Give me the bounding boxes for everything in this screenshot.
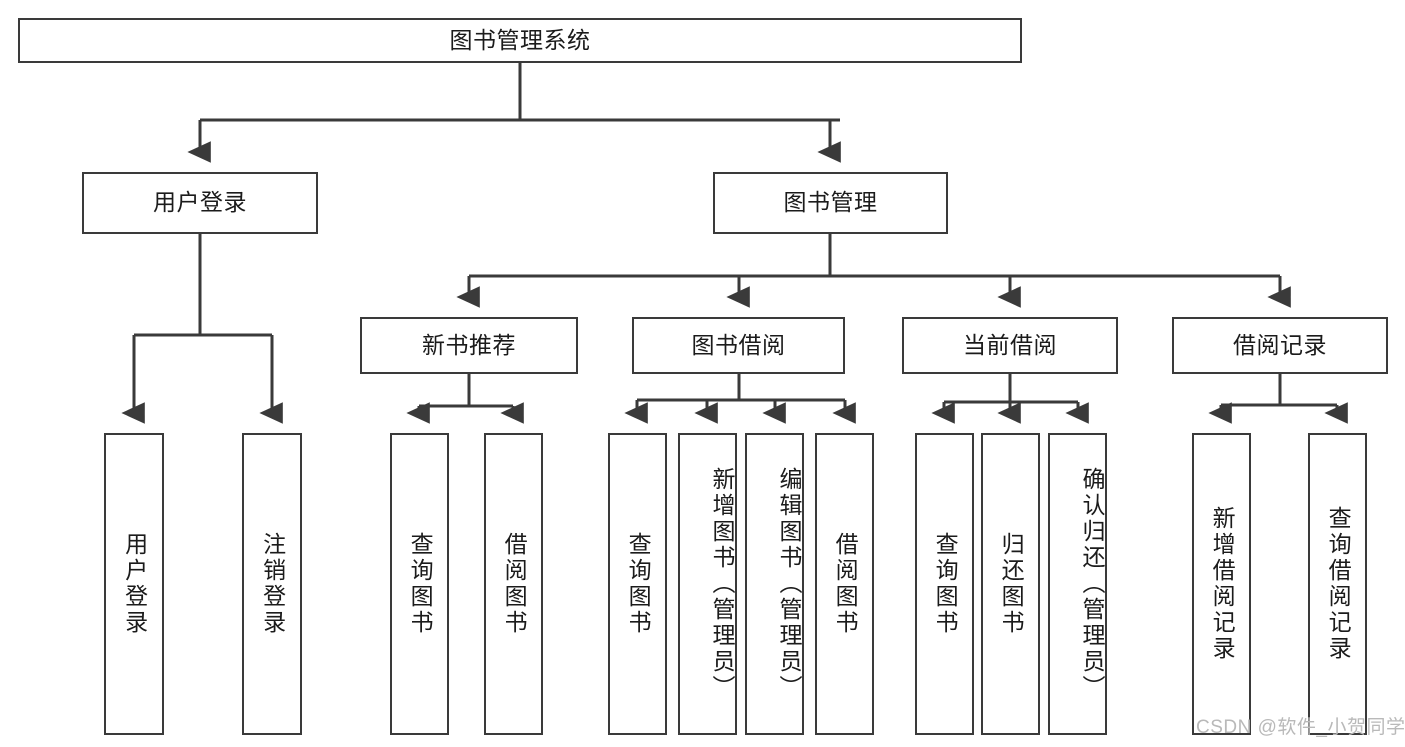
- node-current-borrow-label: 当前借阅: [963, 331, 1057, 358]
- node-root-label: 图书管理系统: [449, 26, 591, 53]
- leaf-query-borrow-record-label: 查询借阅记录: [1325, 506, 1352, 662]
- leaf-add-borrow-record[interactable]: 新增借阅记录: [1192, 433, 1251, 735]
- node-borrow-record[interactable]: 借阅记录: [1172, 317, 1388, 374]
- leaf-query-book-3-label: 查询图书: [932, 532, 959, 636]
- leaf-edit-book[interactable]: 编辑图书（管理员）: [745, 433, 804, 735]
- node-new-book-recommend[interactable]: 新书推荐: [360, 317, 578, 374]
- leaf-confirm-return-label: 确认归还（管理员）: [1079, 467, 1105, 701]
- leaf-return-book-label: 归还图书: [998, 532, 1025, 636]
- leaf-borrow-book-1-label: 借阅图书: [501, 532, 528, 636]
- leaf-return-book[interactable]: 归还图书: [981, 433, 1040, 735]
- leaf-query-borrow-record[interactable]: 查询借阅记录: [1308, 433, 1367, 735]
- leaf-query-book-1[interactable]: 查询图书: [390, 433, 449, 735]
- node-user-login[interactable]: 用户登录: [82, 172, 318, 234]
- leaf-query-book-2[interactable]: 查询图书: [608, 433, 667, 735]
- leaf-user-logout-label: 注销登录: [259, 532, 286, 636]
- leaf-user-logout[interactable]: 注销登录: [242, 433, 302, 735]
- leaf-add-book[interactable]: 新增图书（管理员）: [678, 433, 737, 735]
- leaf-borrow-book-2-label: 借阅图书: [832, 532, 859, 636]
- leaf-user-login-label: 用户登录: [121, 532, 148, 636]
- node-book-borrow-label: 图书借阅: [691, 331, 786, 358]
- leaf-user-login[interactable]: 用户登录: [104, 433, 164, 735]
- node-borrow-record-label: 借阅记录: [1233, 331, 1327, 358]
- csdn-watermark: CSDN @软件_小贺同学: [1196, 717, 1405, 738]
- leaf-add-borrow-record-label: 新增借阅记录: [1209, 506, 1236, 662]
- leaf-query-book-3[interactable]: 查询图书: [915, 433, 974, 735]
- node-book-manage-label: 图书管理: [783, 189, 878, 216]
- leaf-borrow-book-1[interactable]: 借阅图书: [484, 433, 543, 735]
- leaf-add-book-label: 新增图书（管理员）: [709, 467, 735, 701]
- node-root[interactable]: 图书管理系统: [18, 18, 1022, 63]
- node-current-borrow[interactable]: 当前借阅: [902, 317, 1118, 374]
- node-user-login-label: 用户登录: [153, 189, 247, 216]
- leaf-query-book-2-label: 查询图书: [625, 532, 652, 636]
- leaf-borrow-book-2[interactable]: 借阅图书: [815, 433, 874, 735]
- leaf-query-book-1-label: 查询图书: [407, 532, 434, 636]
- node-new-book-recommend-label: 新书推荐: [422, 331, 516, 358]
- node-book-manage[interactable]: 图书管理: [713, 172, 948, 234]
- leaf-confirm-return[interactable]: 确认归还（管理员）: [1048, 433, 1107, 735]
- node-book-borrow[interactable]: 图书借阅: [632, 317, 845, 374]
- leaf-edit-book-label: 编辑图书（管理员）: [776, 467, 802, 701]
